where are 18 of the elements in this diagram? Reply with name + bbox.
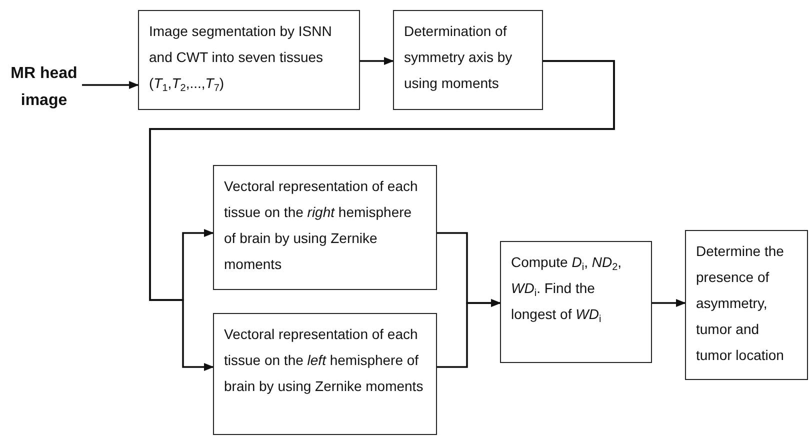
arrow: [360, 57, 394, 65]
process-box: [213, 165, 437, 290]
process-box: [685, 230, 808, 380]
arrow: [149, 60, 615, 371]
box-text: Determination of symmetry axis by using moments: [404, 22, 514, 93]
process-box: [138, 10, 360, 110]
process-box: [500, 241, 652, 363]
arrow: [82, 81, 139, 89]
process-box: [393, 10, 543, 110]
arrow: [652, 299, 686, 307]
box-text: Vectoral representation of each tissue on the left hemisphere of brain by using Zernike moments: [224, 325, 424, 396]
box-text: Image segmentation by ISNN and CWT into seven tissues (T$_{1}$,T$_{2}$,...,T$_{7}$): [149, 22, 333, 96]
box-text: Determine the presence of asymmetry, tumor and tumor location: [696, 242, 785, 365]
arrow: [437, 299, 501, 368]
input-label: MR head image: [10, 64, 78, 111]
box-text: Compute D$_{i}$, ND$_{2}$, WD$_{i}$. Find the longest of WD$_{i}$: [511, 253, 623, 327]
box-text: Vectoral representation of each tissue on the right hemisphere of brain by using Zernike moments: [224, 177, 419, 274]
process-box: [213, 313, 437, 435]
